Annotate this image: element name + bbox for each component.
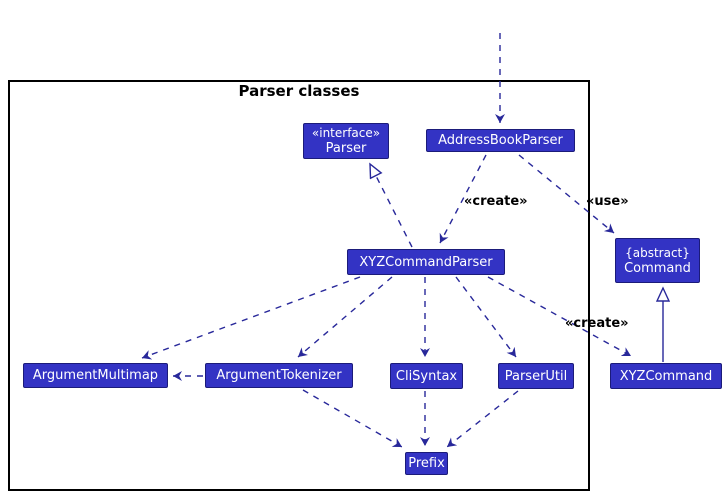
xyzcommand-name: XYZCommand <box>619 368 713 384</box>
command-stereotype: {abstract} <box>625 245 690 260</box>
parser-stereotype: «interface» <box>311 126 381 140</box>
class-prefix: Prefix <box>405 452 448 475</box>
class-xyzcommandparser: XYZCommandParser <box>347 249 505 275</box>
edge-label-create-xyzcommandparser: «create» <box>464 194 528 209</box>
xyzcommandparser-name: XYZCommandParser <box>359 254 493 270</box>
edge-xyzcommandparser-to-argumentmultimap <box>141 276 361 360</box>
edge-xyzcommandparser-to-parserutil <box>455 276 517 358</box>
class-command-abstract: {abstract} Command <box>615 238 700 283</box>
edge-label-use-command: «use» <box>586 194 629 209</box>
class-xyzcommand: XYZCommand <box>610 363 722 389</box>
class-parserutil: ParserUtil <box>498 363 574 389</box>
edge-addressbookparser-use-command <box>518 154 615 234</box>
argumenttokenizer-name: ArgumentTokenizer <box>216 368 342 383</box>
edge-argumenttokenizer-to-prefix <box>302 389 403 448</box>
edge-parserutil-to-prefix <box>446 390 519 448</box>
class-parser-interface: «interface» Parser <box>303 123 389 159</box>
edge-xyzcommandparser-create-xyzcommand <box>487 276 632 357</box>
edge-xyzcommandparser-to-argumenttokenizer <box>297 276 393 358</box>
edge-label-create-xyzcommand: «create» <box>565 316 629 331</box>
parserutil-name: ParserUtil <box>504 368 568 384</box>
class-clisyntax: CliSyntax <box>390 363 463 389</box>
edge-addressbookparser-create-xyzcommandparser <box>439 154 487 244</box>
edge-xyzcommandparser-implements-parser <box>370 164 413 248</box>
addressbookparser-name: AddressBookParser <box>438 133 563 148</box>
class-addressbookparser: AddressBookParser <box>426 129 575 152</box>
clisyntax-name: CliSyntax <box>395 368 458 384</box>
argumentmultimap-name: ArgumentMultimap <box>32 368 159 383</box>
diagram-frame <box>8 80 590 491</box>
prefix-name: Prefix <box>408 456 445 471</box>
class-argumentmultimap: ArgumentMultimap <box>23 363 168 388</box>
diagram-title: Parser classes <box>238 82 360 100</box>
command-name: Command <box>624 260 691 276</box>
class-argumenttokenizer: ArgumentTokenizer <box>205 363 353 388</box>
parser-name: Parser <box>325 141 367 156</box>
